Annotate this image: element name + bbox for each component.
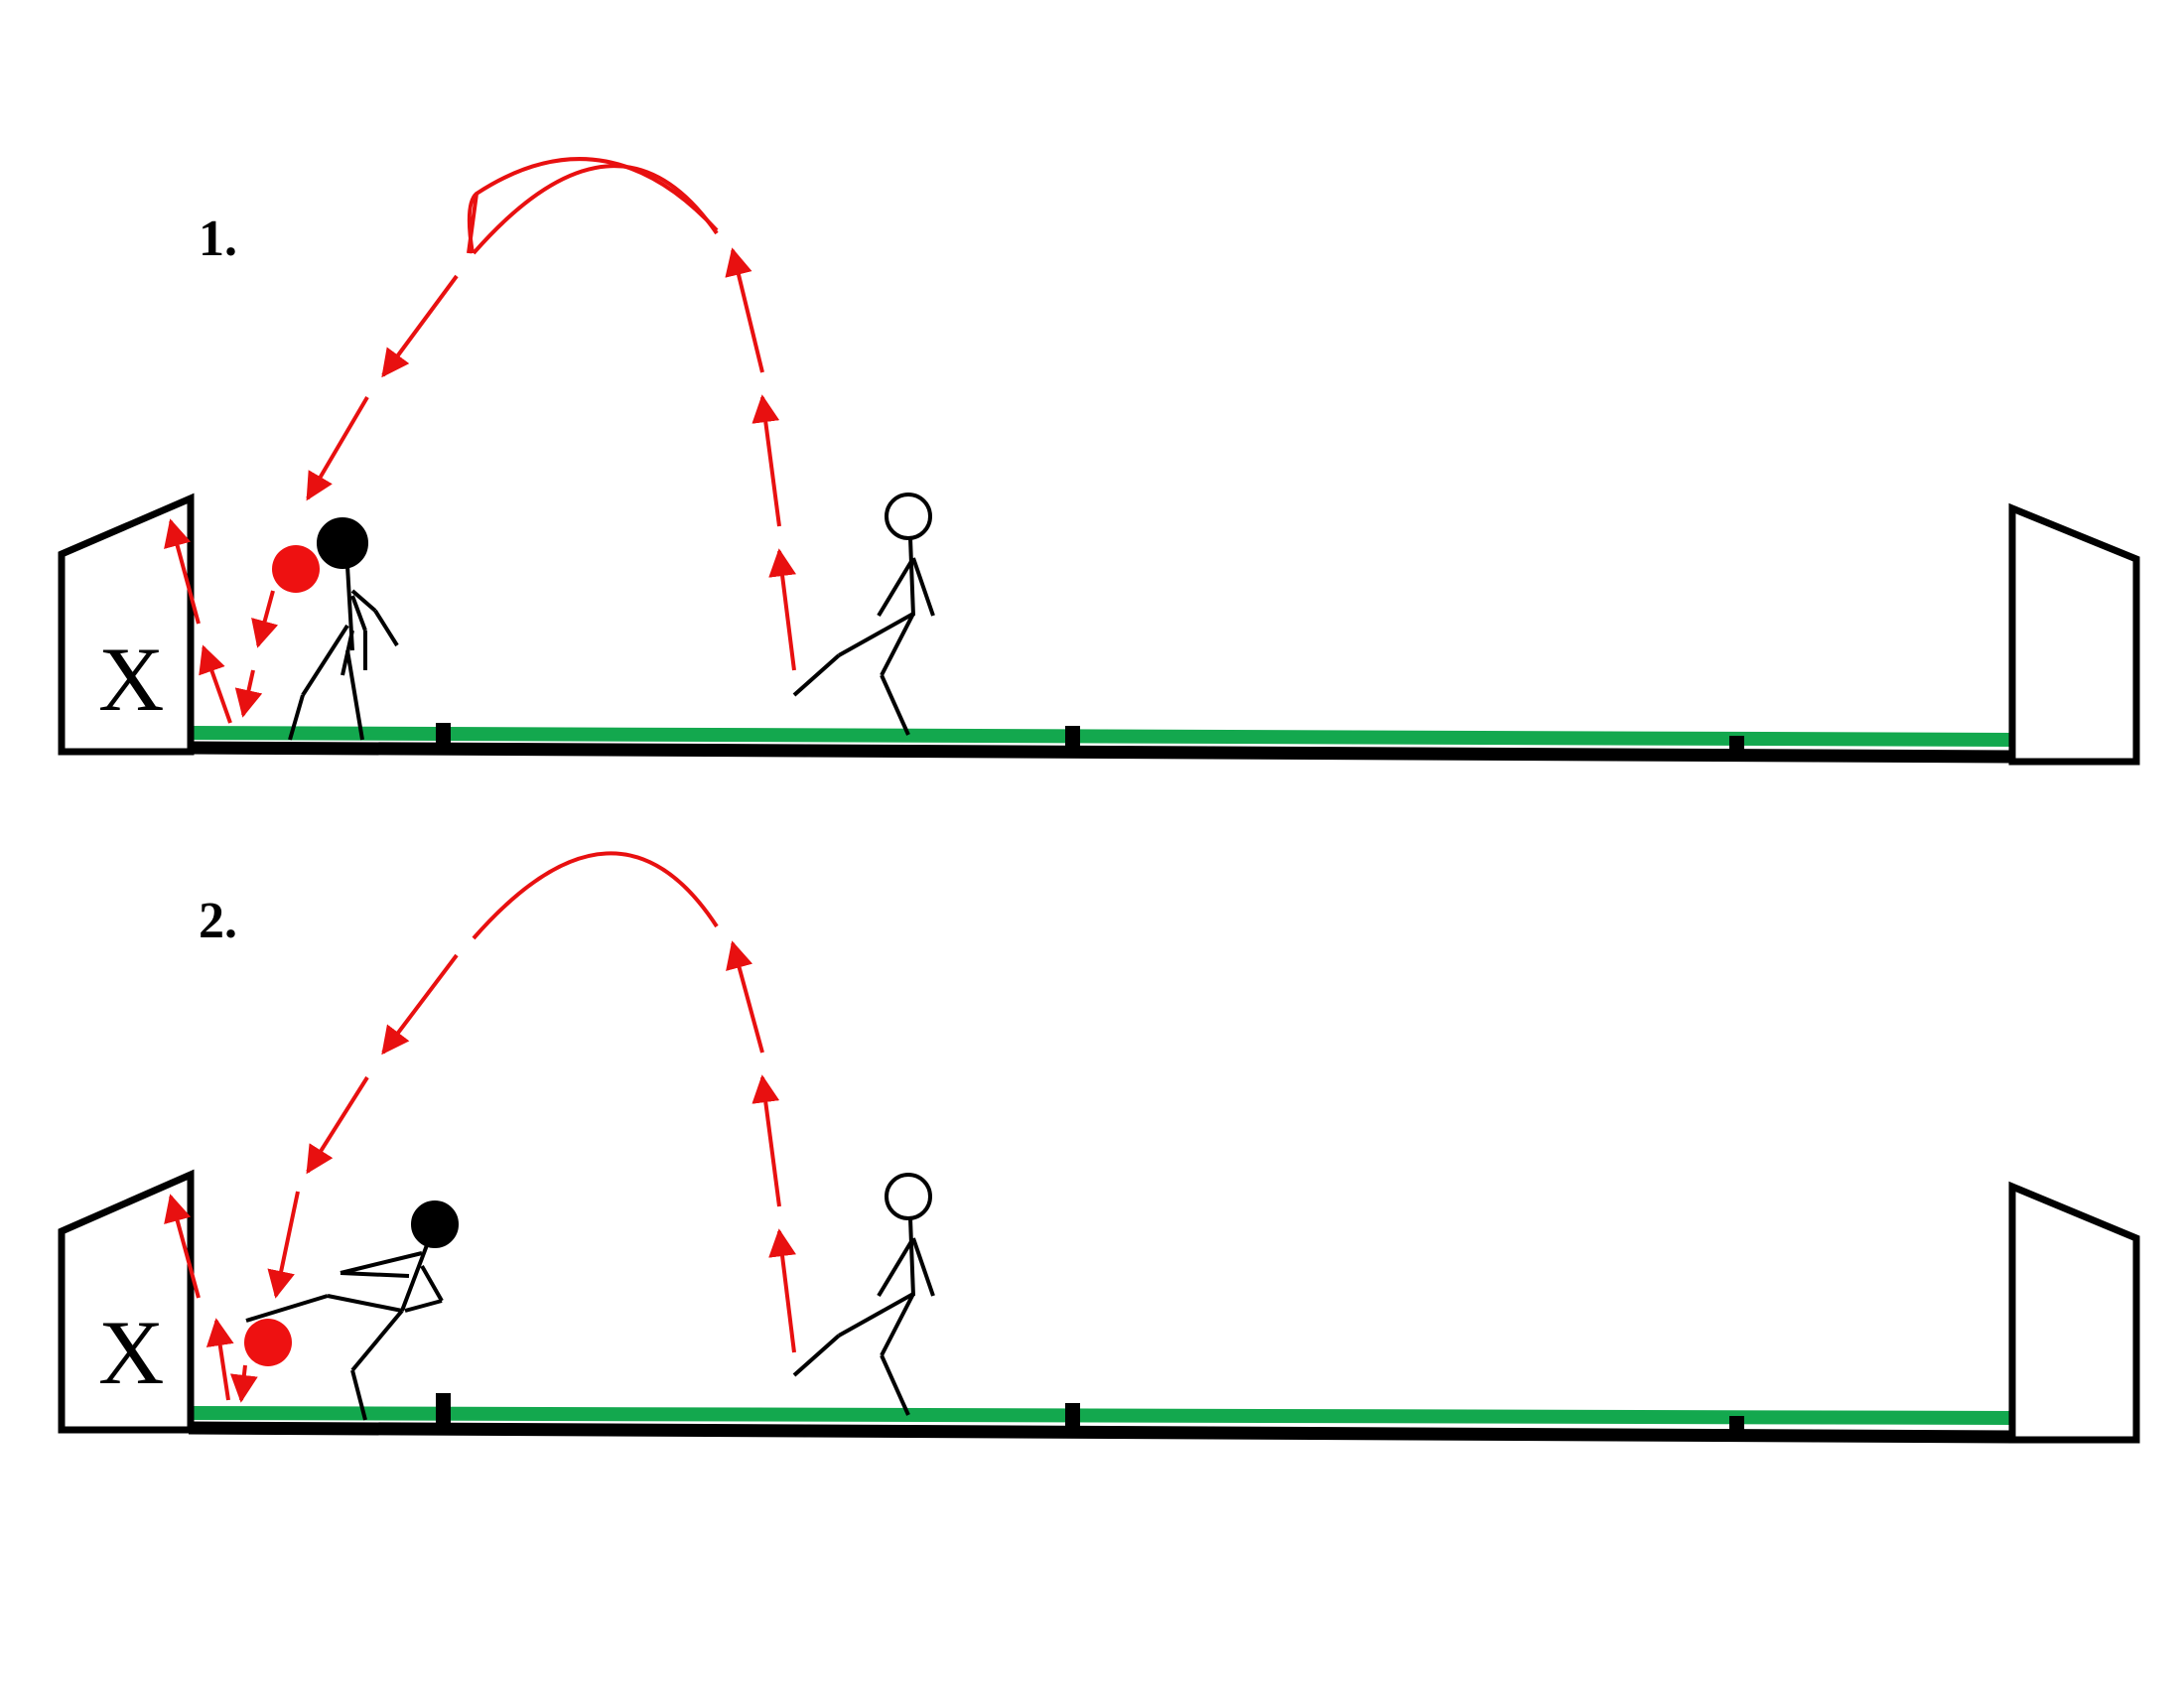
ball-trajectory [164,157,797,724]
player-light-icon [792,1173,935,1416]
player-dark-icon [288,517,399,741]
panel-2 [58,851,2140,1444]
goal-left-icon [58,1169,195,1434]
goal-right-icon [2008,502,2140,766]
goal-label-1: X [98,629,165,730]
field-marker [436,1393,451,1427]
ball-icon [272,545,320,593]
player-light-icon [792,493,935,736]
panel-number-2: 2. [199,893,237,949]
goal-right-icon [2008,1181,2140,1444]
ground-line [188,1421,2014,1444]
ball-icon [244,1319,292,1366]
field-marker [436,723,451,747]
field-marker [1729,736,1744,752]
turf-strip [189,726,2013,747]
goal-left-icon [58,493,195,756]
field-marker [1729,1416,1744,1434]
panel-1 [58,157,2140,766]
field-marker [1065,726,1080,751]
field-marker [1065,1403,1080,1431]
ground-line [188,741,2014,764]
ball-trajectory [164,851,796,1403]
goal-label-2: X [98,1302,165,1403]
turf-strip [189,1406,2013,1425]
panel-number-1: 1. [199,211,237,267]
player-dark-icon [245,1200,459,1421]
